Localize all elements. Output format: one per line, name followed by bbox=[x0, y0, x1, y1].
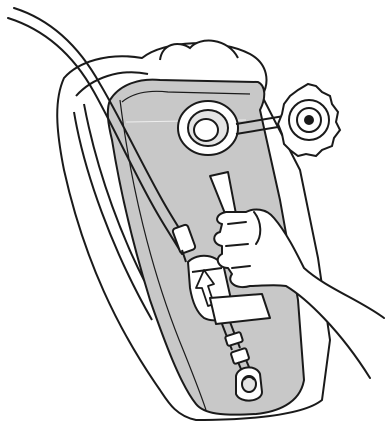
handle-loop bbox=[160, 41, 238, 60]
bite-valve-icon bbox=[236, 367, 262, 400]
fill-port-icon bbox=[178, 101, 238, 155]
strap-band bbox=[210, 294, 270, 324]
cap-icon bbox=[278, 84, 340, 156]
